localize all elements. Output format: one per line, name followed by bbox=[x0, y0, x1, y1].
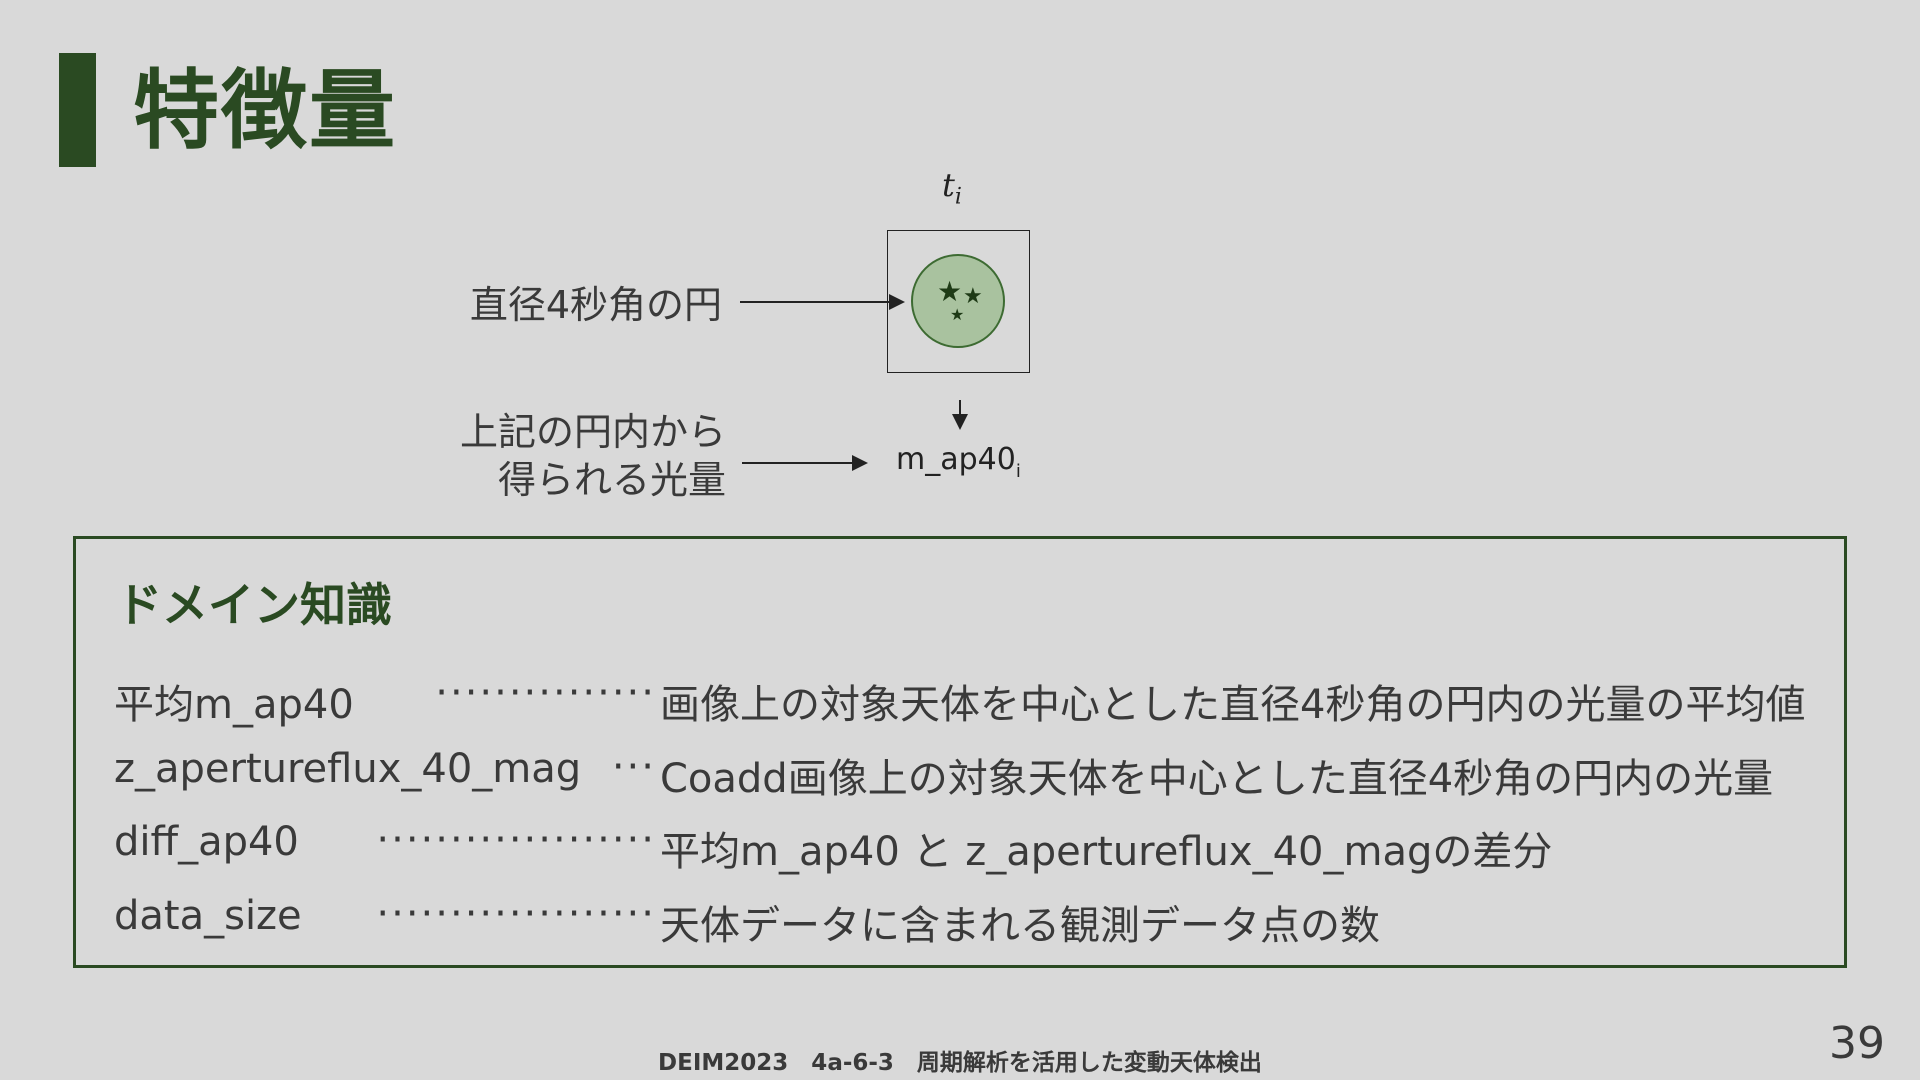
page-number: 39 bbox=[1829, 1018, 1885, 1069]
image-frame: ★ ★ ★ bbox=[887, 230, 1030, 373]
time-label: ti bbox=[942, 166, 962, 210]
slide-footer: DEIM2023 4a-6-3 周期解析を活用した変動天体検出 bbox=[658, 1050, 1262, 1076]
leader-dots: ··················· bbox=[376, 891, 656, 937]
leader-dots: ··· bbox=[611, 744, 656, 790]
leader-dots: ··················· bbox=[376, 817, 656, 863]
star-icon: ★ bbox=[950, 305, 965, 324]
leader-dots: ··············· bbox=[435, 670, 656, 716]
feature-description: 画像上の対象天体を中心とした直径4秒角の円内の光量の平均値 bbox=[660, 682, 1806, 728]
aperture-circle: ★ ★ ★ bbox=[911, 254, 1005, 348]
feature-description: 平均m_ap40 と z_apertureflux_40_magの差分 bbox=[660, 829, 1553, 875]
star-icon: ★ bbox=[937, 275, 963, 308]
circle-label: 直径4秒角の円 bbox=[469, 283, 722, 327]
feature-name: 平均m_ap40 bbox=[114, 682, 354, 728]
title-accent-bar bbox=[59, 53, 96, 167]
feature-description: 天体データに含まれる観測データ点の数 bbox=[660, 903, 1380, 949]
star-icon: ★ bbox=[963, 284, 983, 309]
slide-title: 特徴量 bbox=[133, 61, 397, 161]
domain-knowledge-title: ドメイン知識 bbox=[116, 578, 392, 632]
feature-name: z_apertureflux_40_mag bbox=[114, 746, 582, 792]
feature-name: data_size bbox=[114, 893, 302, 939]
domain-knowledge-box: ドメイン知識 平均m_ap40 ··············· 画像上の対象天体… bbox=[73, 536, 1847, 968]
light-label: 上記の円内から 得られる光量 bbox=[459, 410, 726, 502]
feature-description: Coadd画像上の対象天体を中心とした直径4秒角の円内の光量 bbox=[660, 756, 1774, 802]
feature-name: diff_ap40 bbox=[114, 819, 299, 865]
magnitude-label: m_ap40i bbox=[896, 442, 1021, 482]
